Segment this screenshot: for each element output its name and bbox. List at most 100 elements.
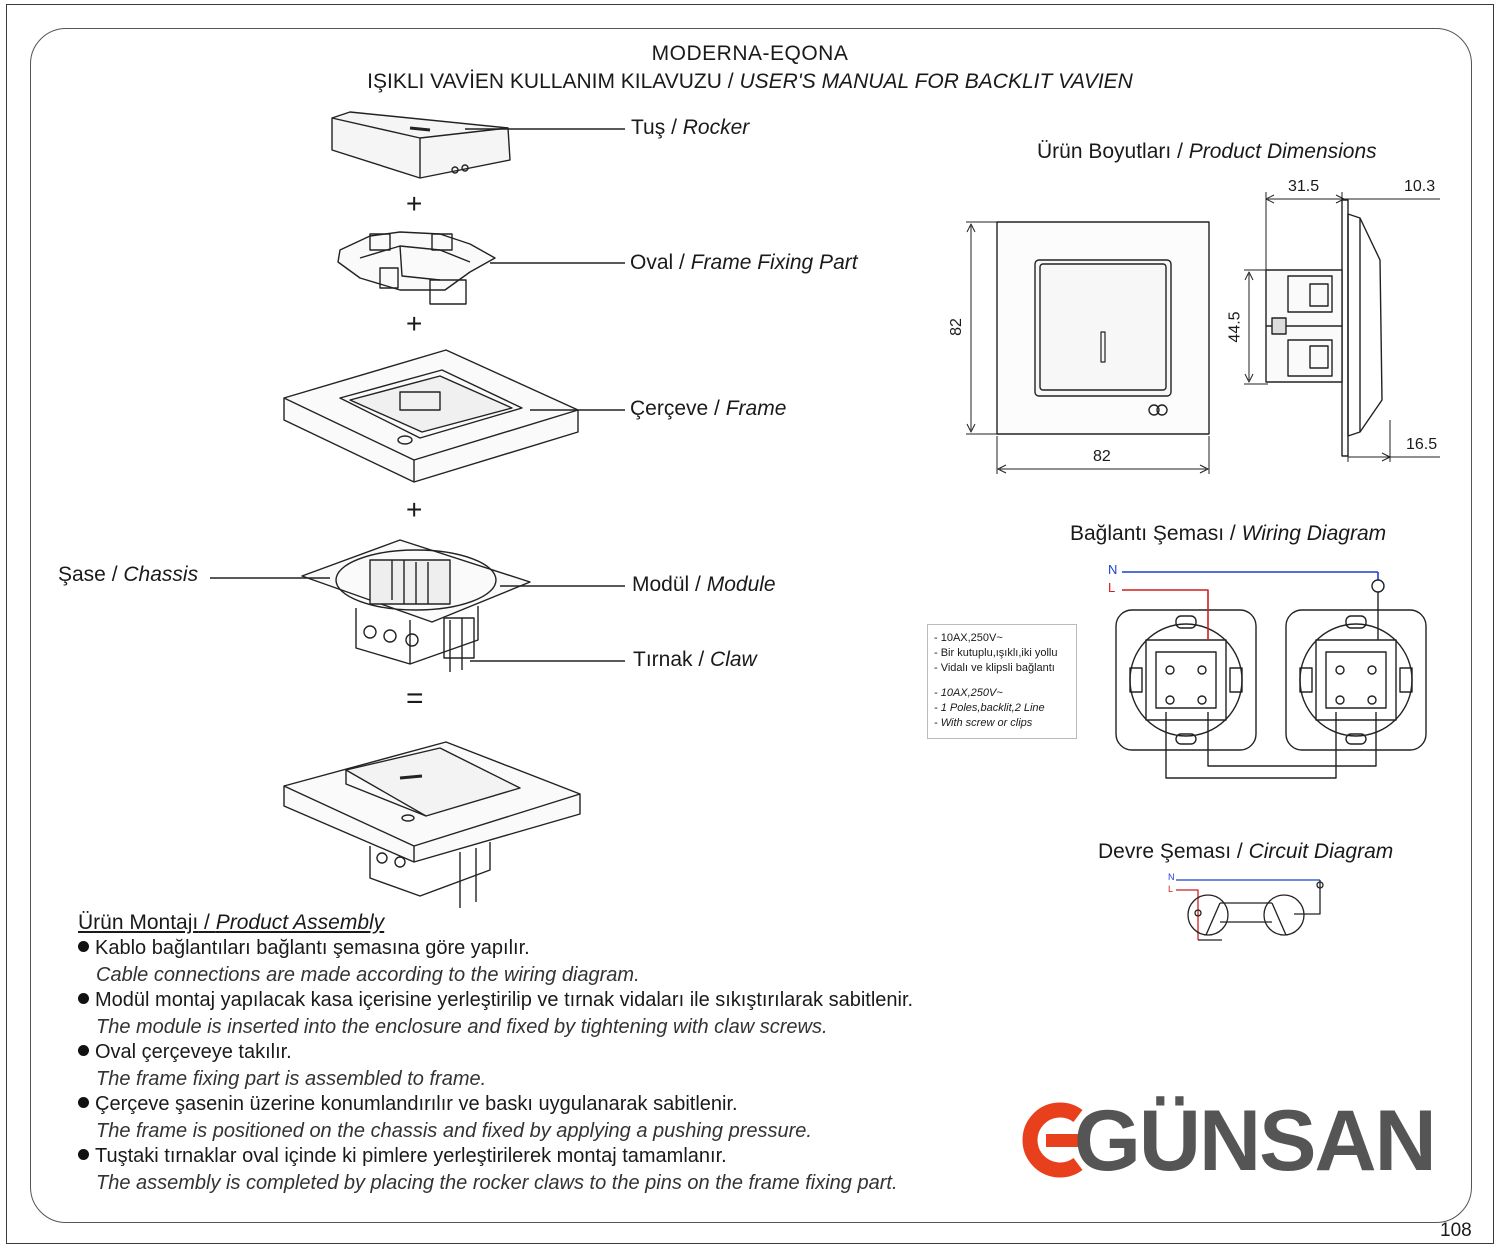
step-1-en: Cable connections are made according to … <box>96 964 640 986</box>
dimensions-title-tr: Ürün Boyutları <box>1037 140 1172 163</box>
label-chassis-tr: Şase <box>58 563 106 586</box>
label-module-tr: Modül <box>632 573 690 596</box>
dim-side-depth: 31.5 <box>1288 178 1320 195</box>
circuit-title: Devre Şeması / Circuit Diagram <box>1098 840 1393 864</box>
label-claw-tr: Tırnak <box>633 648 693 671</box>
chassis-module-drawing <box>301 539 531 672</box>
assembly-step-4: Çerçeve şasenin üzerine konumlandırılır … <box>78 1093 738 1116</box>
plus-sign-1: + <box>406 188 423 219</box>
circuit-title-en: Circuit Diagram <box>1248 840 1394 863</box>
step-2-tr: Modül montaj yapılacak kasa içerisine ye… <box>95 989 914 1011</box>
frame-fixing-drawing <box>337 231 496 305</box>
label-separator: / <box>708 397 726 420</box>
spec-en-2: - 1 Poles,backlit,2 Line <box>934 702 1045 714</box>
step-4-en: The frame is positioned on the chassis a… <box>96 1120 812 1142</box>
wiring-switch-right <box>1285 609 1427 751</box>
bullet-icon <box>78 1097 89 1108</box>
label-frame-en: Frame <box>725 397 787 420</box>
assembly-step-2: Modül montaj yapılacak kasa içerisine ye… <box>78 989 913 1012</box>
front-dimension-lines <box>966 221 1210 474</box>
label-separator: / <box>689 573 707 596</box>
step-5-tr: Tuştaki tırnaklar oval içinde ki pimlere… <box>95 1145 727 1167</box>
side-dimension-lines <box>1244 192 1440 462</box>
spec-en-3: - With screw or clips <box>934 717 1033 729</box>
assembly-step-1: Kablo bağlantıları bağlantı şemasına gör… <box>78 937 530 960</box>
label-rocker-tr: Tuş <box>631 116 666 139</box>
label-separator: / <box>198 911 216 934</box>
circuit-title-tr: Devre Şeması <box>1098 840 1232 863</box>
label-separator: / <box>105 563 124 586</box>
circuit-diagram-drawing <box>1176 879 1324 941</box>
side-view-drawing <box>1265 199 1383 457</box>
label-frame: Çerçeve / Frame <box>630 397 786 421</box>
circuit-label-n: N <box>1168 872 1175 882</box>
dimensions-title-en: Product Dimensions <box>1188 140 1377 163</box>
wiring-diagram-drawing <box>1115 571 1427 779</box>
step-2-en: The module is inserted into the enclosur… <box>96 1016 828 1038</box>
bullet-icon <box>78 993 89 1004</box>
page-border <box>6 4 1494 1244</box>
bullet-icon <box>78 941 89 952</box>
bullet-icon <box>78 1149 89 1160</box>
wiring-title-en: Wiring Diagram <box>1241 522 1387 545</box>
label-separator: / <box>1224 522 1242 545</box>
label-chassis-en: Chassis <box>123 563 199 586</box>
assembly-step-5: Tuştaki tırnaklar oval içinde ki pimlere… <box>78 1145 727 1168</box>
label-claw-en: Claw <box>710 648 757 671</box>
wiring-title-tr: Bağlantı Şeması <box>1070 522 1225 545</box>
label-frame-tr: Çerçeve <box>630 397 709 420</box>
label-frame-fixing: Oval / Frame Fixing Part <box>630 251 858 275</box>
lamp-icon <box>1371 579 1385 593</box>
front-view-drawing <box>996 221 1210 435</box>
label-separator: / <box>692 648 711 671</box>
spec-tr-2: - Bir kutuplu,ışıklı,iki yollu <box>934 647 1058 659</box>
wiring-title: Bağlantı Şeması / Wiring Diagram <box>1070 522 1386 546</box>
label-frame-fixing-en: Frame Fixing Part <box>690 251 858 274</box>
specs-box: - 10AX,250V~ - Bir kutuplu,ışıklı,iki yo… <box>927 624 1077 739</box>
subtitle-tr: IŞIKLI VAVİEN KULLANIM KILAVUZU <box>367 70 722 93</box>
assembly-title-en: Product Assembly <box>215 911 385 934</box>
circuit-label-l: L <box>1168 884 1174 894</box>
equals-sign: = <box>406 682 424 715</box>
step-3-en: The frame fixing part is assembled to fr… <box>96 1068 487 1090</box>
page-number: 108 <box>1440 1220 1472 1241</box>
assembly-step-3: Oval çerçeveye takılır. <box>78 1041 292 1064</box>
wiring-label-l: L <box>1108 580 1116 595</box>
assembled-product-drawing <box>283 741 581 908</box>
gunsan-logo-text: GÜNSAN <box>1074 1093 1437 1189</box>
bullet-icon <box>78 1045 89 1056</box>
frame-drawing <box>283 349 579 483</box>
wiring-switch-left <box>1115 609 1257 751</box>
label-separator: / <box>1231 840 1249 863</box>
gunsan-logo: GÜNSAN <box>1012 1093 1452 1189</box>
page-subtitle: IŞIKLI VAVİEN KULLANIM KILAVUZU / USER'S… <box>0 70 1500 94</box>
manual-panel <box>30 28 1472 1223</box>
page-title: MODERNA-EQONA <box>651 42 849 65</box>
gunsan-logo-mark-icon <box>1022 1102 1084 1178</box>
label-frame-fixing-tr: Oval <box>630 251 674 274</box>
spec-en-1: - 10AX,250V~ <box>934 687 1003 699</box>
dim-side-bottom: 16.5 <box>1406 436 1438 453</box>
assembly-title-tr: Ürün Montajı <box>78 911 199 934</box>
step-4-tr: Çerçeve şasenin üzerine konumlandırılır … <box>95 1093 738 1115</box>
step-5-en: The assembly is completed by placing the… <box>96 1172 898 1194</box>
label-rocker: Tuş / Rocker <box>631 116 749 140</box>
plus-sign-3: + <box>406 494 423 525</box>
step-1-tr: Kablo bağlantıları bağlantı şemasına gör… <box>95 937 530 959</box>
label-separator: / <box>665 116 683 139</box>
assembly-title: Ürün Montajı / Product Assembly <box>78 911 384 935</box>
spec-tr-3: - Vidalı ve klipsli bağlantı <box>934 662 1055 674</box>
step-3-tr: Oval çerçeveye takılır. <box>95 1041 292 1063</box>
dim-side-right: 10.3 <box>1404 178 1436 195</box>
live-wire <box>1122 589 1209 640</box>
plus-sign-2: + <box>406 308 423 339</box>
subtitle-separator: / <box>721 70 740 93</box>
label-claw: Tırnak / Claw <box>633 648 757 672</box>
label-separator: / <box>673 251 691 274</box>
spec-tr-1: - 10AX,250V~ <box>934 632 1003 644</box>
label-module: Modül / Module <box>632 573 776 597</box>
label-separator: / <box>1171 140 1189 163</box>
dimensions-title: Ürün Boyutları / Product Dimensions <box>1037 140 1377 164</box>
dim-side-height: 44.5 <box>1226 311 1244 343</box>
